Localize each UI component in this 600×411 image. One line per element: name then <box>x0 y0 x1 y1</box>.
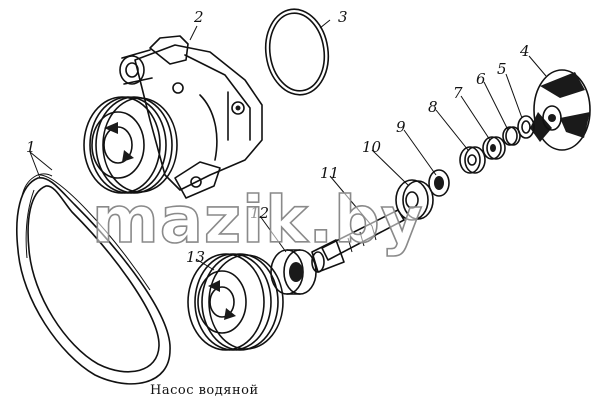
part-number-12: 12 <box>250 204 269 222</box>
diagram-caption: Насос водяной <box>150 383 259 398</box>
bearing-drawing <box>270 249 317 295</box>
hub-parts-drawing <box>395 169 450 221</box>
part-number-4: 4 <box>519 42 530 60</box>
seal-parts-drawing <box>459 115 535 174</box>
leader-lines <box>29 19 547 271</box>
part-number-8: 8 <box>428 98 438 116</box>
pulley-drawing <box>187 253 284 351</box>
part-number-5: 5 <box>497 60 507 78</box>
part-number-2: 2 <box>193 8 204 26</box>
part-number-3: 3 <box>338 8 348 26</box>
pump-housing-drawing <box>83 35 263 199</box>
part-number-13: 13 <box>186 248 205 266</box>
o-ring-drawing <box>264 8 330 96</box>
part-number-6: 6 <box>476 70 486 88</box>
watermark: mazik.by <box>92 184 423 258</box>
part-number-7: 7 <box>453 84 463 102</box>
part-number-11: 11 <box>320 164 339 182</box>
part-number-1: 1 <box>26 138 36 156</box>
impeller-drawing <box>530 69 591 151</box>
part-number-9: 9 <box>396 118 406 136</box>
part-numbers: 1 2 3 4 5 6 7 8 9 10 11 12 13 <box>26 8 530 266</box>
belt-drawing <box>16 173 171 385</box>
part-number-10: 10 <box>362 138 382 156</box>
